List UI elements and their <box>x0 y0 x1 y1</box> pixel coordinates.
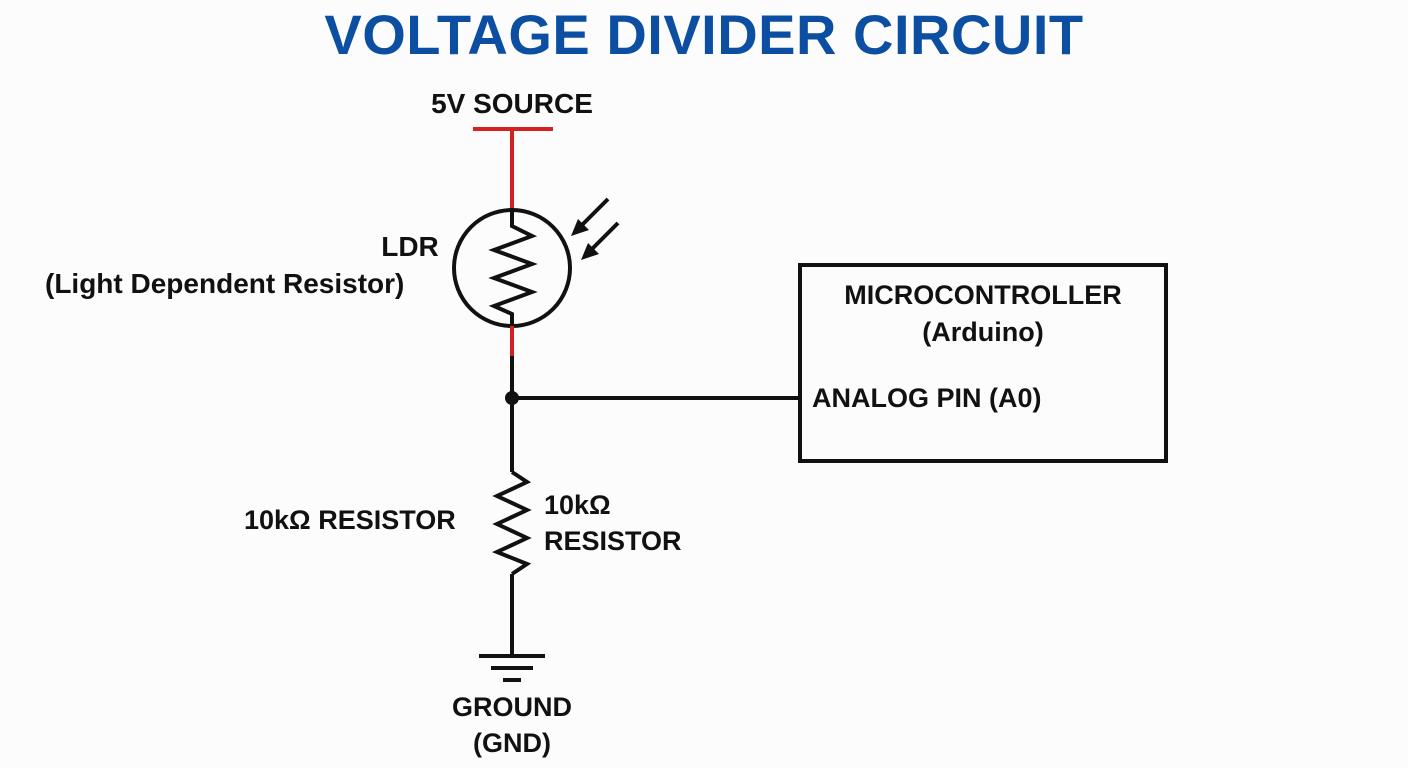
ground-label-line1: GROUND <box>452 692 572 722</box>
microcontroller-title: MICROCONTROLLER <box>844 280 1122 310</box>
ldr-symbol <box>452 208 572 328</box>
analog-pin-label: ANALOG PIN (A0) <box>812 383 1042 413</box>
resistor-zigzag <box>491 470 532 576</box>
resistor-right-label-line1: 10kΩ <box>544 490 611 520</box>
resistor-right-label-line2: RESISTOR <box>544 526 682 556</box>
ground-icon <box>479 654 545 682</box>
ldr-full-name: (Light Dependent Resistor) <box>45 268 405 299</box>
ldr-zigzag <box>488 210 538 326</box>
microcontroller-subtitle: (Arduino) <box>922 317 1044 347</box>
microcontroller-box <box>798 263 1168 463</box>
diagram-title: VOLTAGE DIVIDER CIRCUIT <box>324 3 1084 66</box>
light-arrows-icon <box>571 197 620 260</box>
ground-label-line2: (GND) <box>473 728 551 758</box>
resistor-left-label: 10kΩ RESISTOR <box>244 505 456 535</box>
source-label: 5V SOURCE <box>431 88 593 119</box>
ldr-label: LDR <box>381 231 439 262</box>
